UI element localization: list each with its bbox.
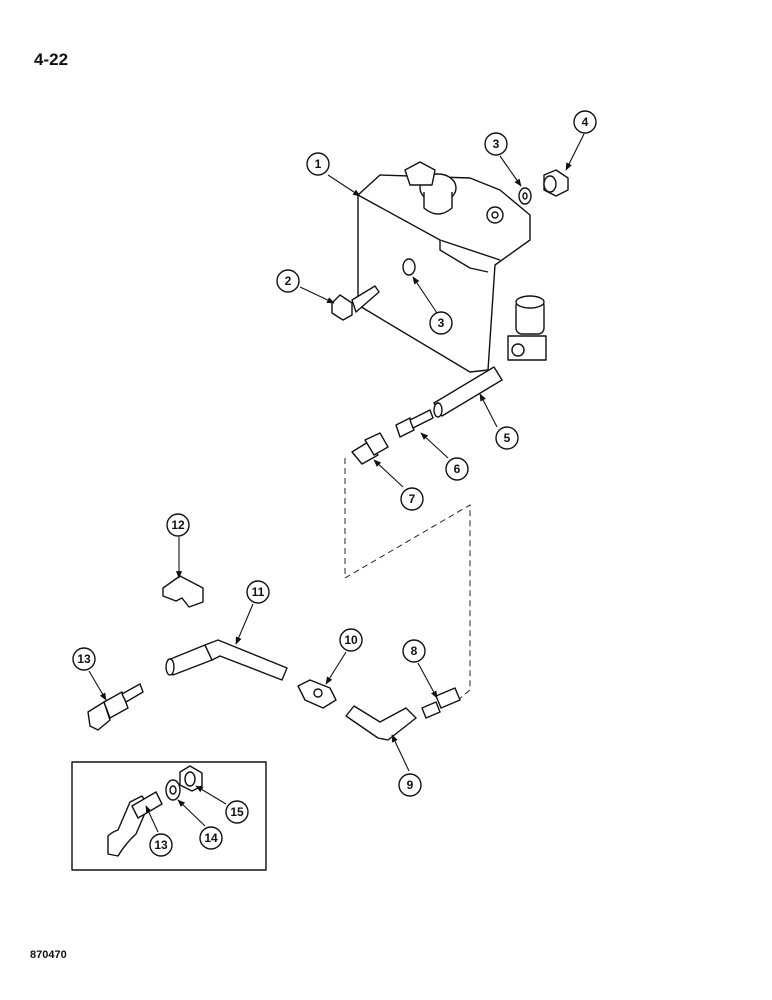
reservoir-tank: [357, 161, 547, 373]
svg-text:4: 4: [582, 115, 589, 129]
svg-text:5: 5: [504, 431, 511, 445]
svg-text:3: 3: [438, 316, 445, 330]
callout-3-top: 3: [484, 132, 508, 156]
callout-10: 10: [339, 628, 363, 652]
callout-13: 13: [72, 647, 96, 671]
nozzle: [87, 683, 144, 731]
callout-7: 7: [400, 487, 424, 511]
callout-3-side: 3: [429, 311, 453, 335]
page-number: 4-22: [34, 50, 69, 69]
curved-hose: [345, 705, 417, 741]
callout-14: 14: [199, 826, 223, 850]
adapter: [351, 432, 389, 465]
svg-text:3: 3: [493, 137, 500, 151]
alignment-line: [344, 458, 471, 701]
check-valve: [421, 687, 461, 719]
callout-15: 15: [225, 800, 249, 824]
callout-4: 4: [573, 110, 597, 134]
svg-text:6: 6: [454, 462, 461, 476]
callout-1: 1: [306, 152, 330, 176]
callout-12: 12: [166, 513, 190, 537]
hose-short: [433, 366, 503, 417]
inset-nozzle: [107, 791, 163, 857]
svg-text:11: 11: [252, 585, 265, 599]
svg-text:2: 2: [285, 274, 292, 288]
leader-lines: [88, 133, 585, 833]
callout-2: 2: [276, 269, 300, 293]
bolt: [331, 285, 380, 321]
svg-text:8: 8: [411, 644, 418, 658]
elbow-hose: [167, 644, 213, 676]
svg-text:13: 13: [154, 838, 168, 852]
svg-text:12: 12: [171, 518, 185, 532]
figure-code: 870470: [30, 949, 67, 961]
callout-9: 9: [398, 773, 422, 797]
callout-11: 11: [246, 580, 270, 604]
svg-text:7: 7: [409, 492, 416, 506]
callout-5: 5: [495, 426, 519, 450]
callout-13-inset: 13: [149, 833, 173, 857]
tee-connector: [297, 679, 337, 709]
nut: [543, 169, 569, 197]
svg-text:1: 1: [315, 157, 322, 171]
svg-text:10: 10: [344, 633, 358, 647]
clip: [162, 575, 204, 608]
washer-pump: [507, 295, 547, 361]
washer-inner: [522, 192, 528, 200]
svg-text:14: 14: [204, 831, 218, 845]
svg-text:13: 13: [77, 652, 91, 666]
connector: [395, 409, 434, 438]
inset-nut: [179, 765, 203, 792]
callout-8: 8: [402, 639, 426, 663]
callout-6: 6: [445, 457, 469, 481]
svg-text:15: 15: [230, 805, 244, 819]
svg-text:9: 9: [407, 778, 414, 792]
